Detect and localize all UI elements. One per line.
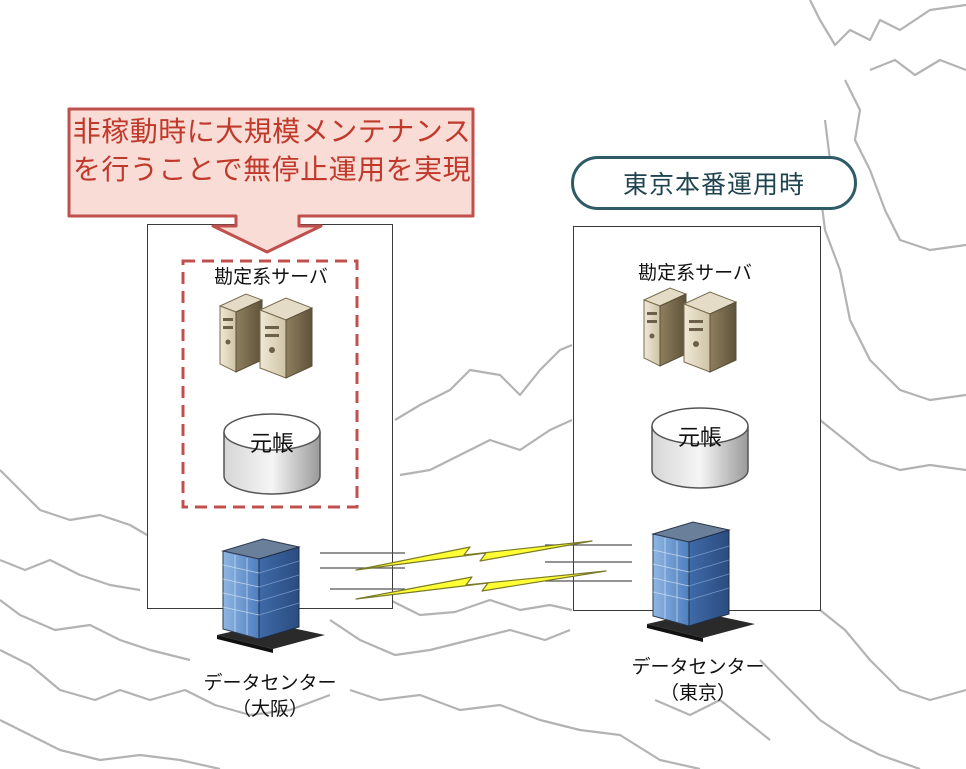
tokyo-dc-location: （東京） — [659, 682, 736, 704]
network-link — [320, 540, 632, 600]
tokyo-database-icon — [651, 407, 749, 489]
tokyo-server-label: 勘定系サーバ — [638, 262, 752, 284]
callout-text-line2: を行うことで無停止運用を実現 — [72, 153, 472, 186]
maintenance-dashed-region — [181, 259, 359, 509]
tokyo-db-label: 元帳 — [677, 426, 722, 451]
osaka-database-icon — [223, 413, 321, 495]
osaka-server-icon — [218, 293, 314, 379]
osaka-dc-label: データセンター — [203, 672, 337, 694]
lightning-icon — [355, 540, 607, 600]
tokyo-server-icon — [642, 287, 738, 373]
status-pill: 東京本番運用時 — [571, 156, 857, 210]
callout-text-line1: 非稼動時に大規模メンテナンス — [72, 115, 472, 148]
maintenance-callout — [67, 107, 475, 254]
osaka-building-icon — [217, 538, 325, 653]
tokyo-dc-label: データセンター — [631, 656, 765, 678]
osaka-server-label: 勘定系サーバ — [214, 266, 328, 288]
osaka-dc-location: （大阪） — [231, 698, 308, 720]
osaka-db-label: 元帳 — [249, 432, 294, 457]
tokyo-building-icon — [647, 521, 755, 642]
